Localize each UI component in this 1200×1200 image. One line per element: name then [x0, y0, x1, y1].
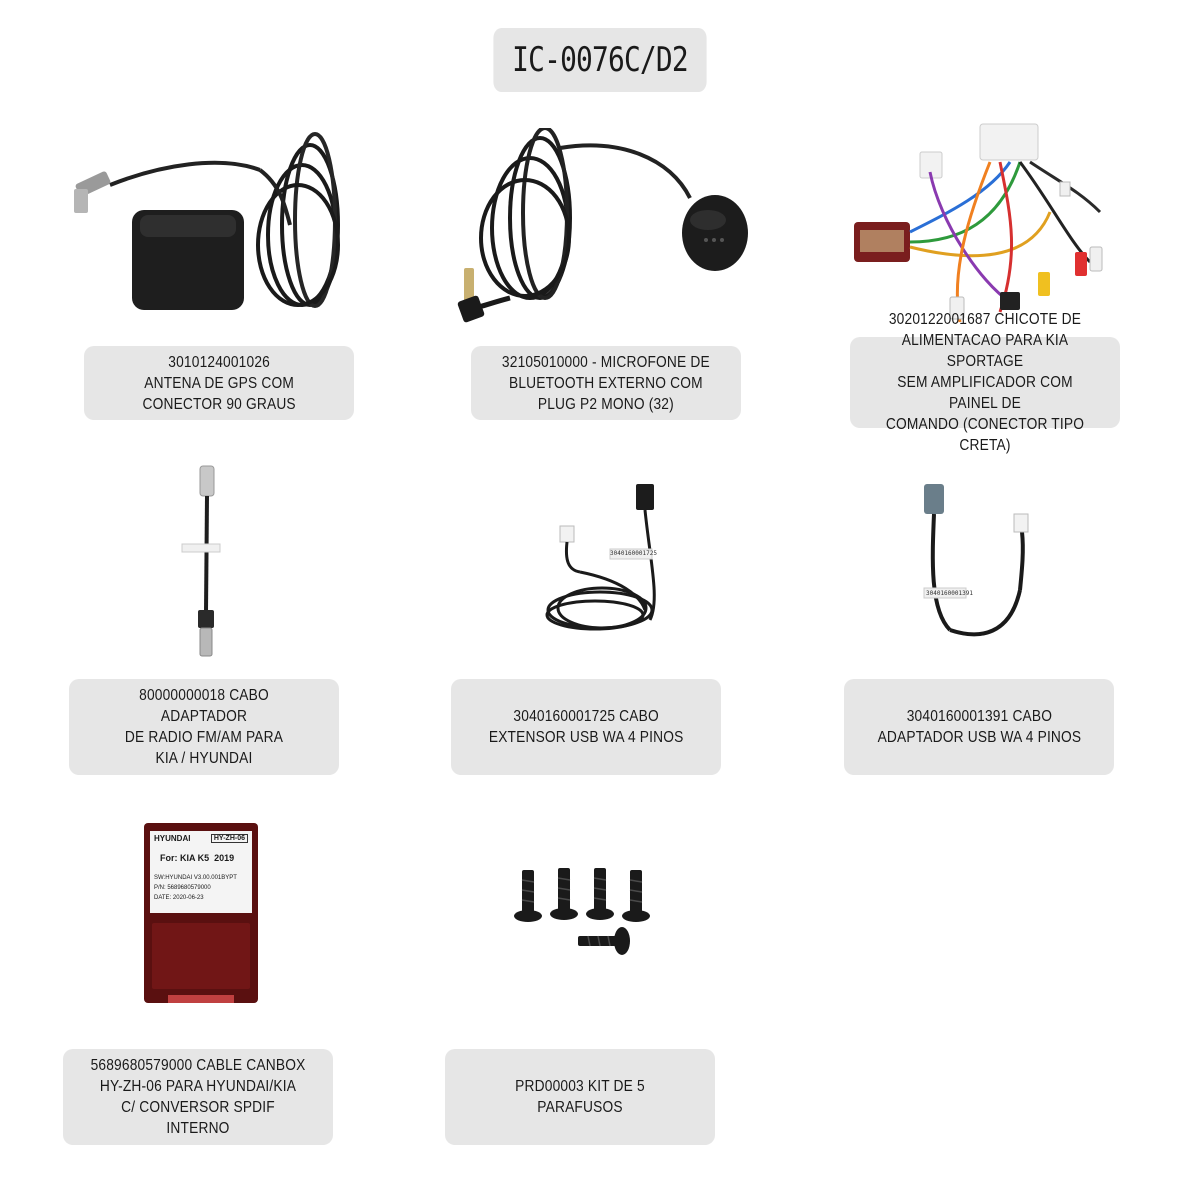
- power-harness-image: [850, 122, 1120, 332]
- item-label-usb-adapter-cable: 3040160001391 CABO ADAPTADOR USB WA 4 PI…: [844, 679, 1114, 775]
- canbox-date: DATE: 2020-06-23: [154, 895, 204, 901]
- kit-code-title: IC-0076C/D2: [493, 28, 707, 92]
- canbox-sw: SW:HYUNDAI V3.00.001BYPT: [154, 875, 237, 881]
- item-label-screws-kit: PRD00003 KIT DE 5 PARAFUSOS: [445, 1049, 715, 1145]
- item-label-radio-adapter-cable: 80000000018 CABO ADAPTADOR DE RADIO FM/A…: [69, 679, 339, 775]
- canbox-pn: P/N: 5689680579000: [154, 885, 211, 891]
- item-label-bluetooth-microphone: 32105010000 - MICROFONE DE BLUETOOTH EXT…: [471, 346, 741, 420]
- item-label-usb-extender-cable: 3040160001725 CABO EXTENSOR USB WA 4 PIN…: [451, 679, 721, 775]
- screws-image: [508, 862, 668, 962]
- canbox-brand: HYUNDAI: [154, 834, 191, 843]
- usb-extender-cable-image: 3040160001725: [540, 480, 680, 650]
- gps-antenna-image: [70, 125, 360, 325]
- item-label-gps-antenna: 3010124001026 ANTENA DE GPS COM CONECTOR…: [84, 346, 354, 420]
- canbox-image: HYUNDAI HY-ZH-06 For: KIA K5 2019 SW:HYU…: [144, 823, 258, 1003]
- item-label-power-harness: 3020122001687 CHICOTE DE ALIMENTACAO PAR…: [850, 311, 1120, 454]
- bluetooth-microphone-image: [450, 128, 750, 328]
- usb-adapter-tag: 3040160001391: [926, 590, 973, 597]
- canbox-model: HY-ZH-06: [210, 834, 248, 843]
- usb-extender-tag: 3040160001725: [610, 550, 657, 557]
- radio-adapter-cable-image: [170, 462, 240, 662]
- usb-adapter-cable-image: 3040160001391: [910, 480, 1040, 650]
- item-label-canbox: 5689680579000 CABLE CANBOX HY-ZH-06 PARA…: [63, 1049, 333, 1145]
- canbox-for: For: KIA K5 2019: [160, 853, 235, 863]
